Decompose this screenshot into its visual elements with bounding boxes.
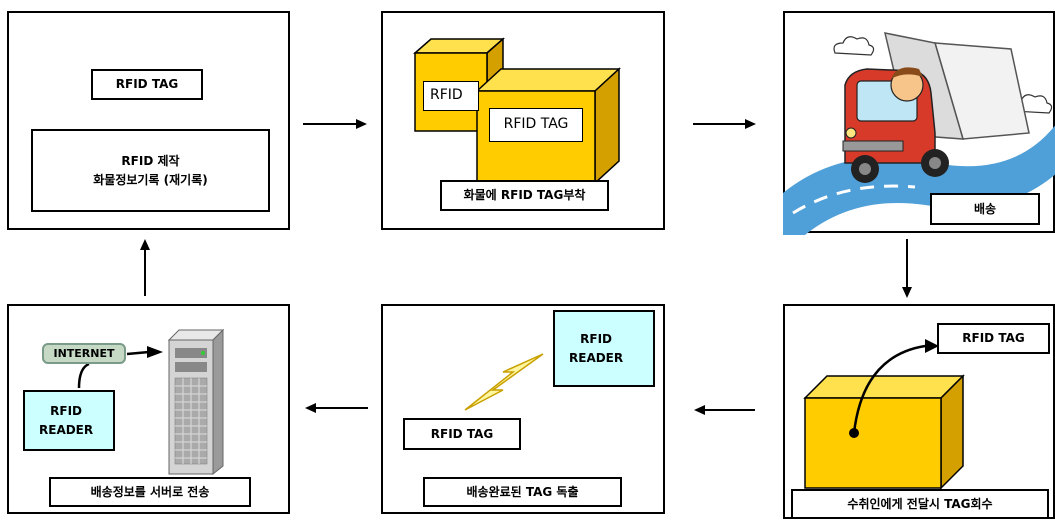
step-attach-panel: RFID RFID TAG 화물에 RFID TAG부착: [381, 11, 665, 230]
box-front-tag-label: RFID TAG: [489, 108, 583, 142]
lightning-bolt-icon: [464, 353, 544, 411]
arrow-collect-to-read: [694, 405, 755, 415]
arrow-create-to-attach: [303, 119, 367, 129]
read-caption: 배송완료된 TAG 독출: [423, 477, 622, 507]
rfid-tag-label: RFID TAG: [91, 69, 203, 100]
step-create-panel: RFID TAG RFID 제작 화물정보기록 (재기록): [7, 11, 290, 230]
deliver-caption: 배송: [930, 193, 1040, 225]
internet-label: INTERNET: [42, 343, 126, 364]
step-deliver-panel: 배송: [783, 11, 1055, 235]
arrow-transmit-to-create: [140, 239, 150, 296]
arrow-attach-to-deliver: [693, 119, 756, 129]
create-caption: RFID 제작 화물정보기록 (재기록): [31, 129, 270, 212]
step-read-panel: RFID READER RFID TAG 배송완료된 TAG 독출: [381, 304, 665, 514]
cargo-box-illustration: [803, 339, 965, 490]
box-back-tag-text: RFID: [430, 87, 463, 104]
rfid-tag-label: RFID TAG: [937, 323, 1050, 354]
step-transmit-panel: INTERNET RFID READER 배송정보를 서버로 전송: [7, 304, 290, 514]
delivery-truck-illustration: [783, 32, 1055, 235]
step-collect-panel: RFID TAG 수취인에게 전달시 TAG회수: [783, 304, 1055, 519]
rfid-reader-label: RFID READER: [553, 310, 655, 387]
attach-caption: 화물에 RFID TAG부착: [440, 180, 609, 211]
server-illustration: [77, 328, 225, 476]
box-back-tag-label: RFID: [423, 81, 479, 111]
collect-caption: 수취인에게 전달시 TAG회수: [791, 489, 1049, 519]
rfid-tag-label: RFID TAG: [403, 418, 521, 450]
arrow-read-to-transmit: [305, 403, 368, 413]
arrow-deliver-to-collect: [902, 239, 912, 298]
transmit-caption: 배송정보를 서버로 전송: [49, 477, 251, 507]
rfid-reader-label: RFID READER: [23, 390, 115, 451]
